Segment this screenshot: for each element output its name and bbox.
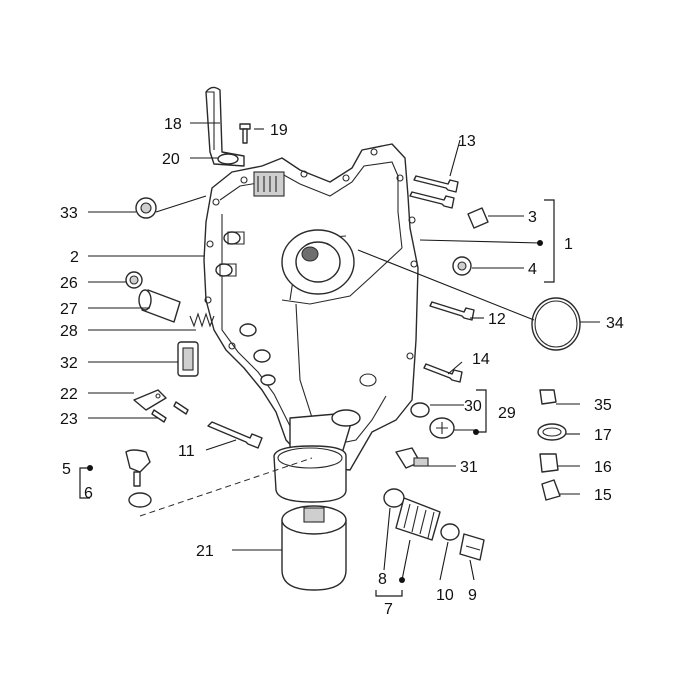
oring-20 [217, 153, 239, 165]
breather-pipe [205, 86, 245, 167]
callout-11: 11 [178, 443, 195, 460]
callout-31: 31 [460, 459, 478, 476]
bolt-12 [429, 301, 475, 321]
callout-12: 12 [488, 311, 506, 328]
oring-10 [440, 523, 460, 541]
seal-26 [125, 271, 143, 289]
callout-23: 23 [60, 411, 78, 428]
callout-13: 13 [458, 133, 476, 150]
callout-8: 8 [378, 571, 387, 588]
oil-filter-21 [281, 505, 347, 591]
callout-3: 3 [528, 209, 537, 226]
callout-18: 18 [164, 116, 182, 133]
bolts-13 [409, 175, 459, 209]
plug-29 [429, 417, 455, 439]
washer-30 [410, 402, 430, 418]
callout-34: 34 [606, 315, 624, 332]
callout-22: 22 [60, 386, 78, 403]
callout-6: 6 [84, 485, 93, 502]
callout-29: 29 [498, 405, 516, 422]
callout-16: 16 [594, 459, 612, 476]
callout-28: 28 [60, 323, 78, 340]
callout-10: 10 [436, 587, 454, 604]
callout-4: 4 [528, 261, 537, 278]
assembly-axis [139, 457, 313, 517]
strainer-7 [395, 497, 441, 541]
callout-32: 32 [60, 355, 78, 372]
callout-15: 15 [594, 487, 612, 504]
bolt-14 [423, 363, 463, 383]
dipstick-5 [125, 449, 151, 487]
seal-33 [135, 197, 157, 219]
callout-17: 17 [594, 427, 612, 444]
group-brackets [79, 199, 555, 597]
callout-7: 7 [384, 601, 393, 618]
seal-4 [452, 256, 472, 276]
clip-15 [541, 479, 561, 501]
clip-22 [133, 389, 167, 411]
callout-35: 35 [594, 397, 612, 414]
sensor-31 [395, 447, 429, 469]
clip-35 [539, 389, 557, 405]
callout-27: 27 [60, 301, 78, 318]
plug-3 [467, 207, 489, 229]
callout-14: 14 [472, 351, 490, 368]
callout-33: 33 [60, 205, 78, 222]
callout-21: 21 [196, 543, 214, 560]
oring-8 [383, 488, 405, 508]
callout-2: 2 [70, 249, 79, 266]
oring-6 [128, 492, 152, 508]
callout-9: 9 [468, 587, 477, 604]
oring-34 [531, 297, 581, 351]
spring-28 [189, 312, 215, 328]
crankcase-cover [203, 143, 419, 503]
leader-lines [88, 122, 600, 581]
callout-5: 5 [62, 461, 71, 478]
screw-19 [239, 123, 251, 144]
callout-1: 1 [564, 236, 573, 253]
callout-19: 19 [270, 122, 288, 139]
gasket-32 [177, 341, 199, 377]
callout-20: 20 [162, 151, 180, 168]
sleeve-27 [138, 289, 181, 323]
callout-labels: 1 2 3 4 5 6 7 8 9 10 11 12 13 14 15 16 1… [60, 116, 624, 618]
plug-9 [459, 533, 485, 561]
screws-23 [151, 401, 189, 423]
bolt-11 [207, 421, 263, 449]
callout-30: 30 [464, 398, 482, 415]
callout-26: 26 [60, 275, 78, 292]
clip-16 [539, 453, 559, 473]
hose-clamp-17 [537, 423, 567, 441]
